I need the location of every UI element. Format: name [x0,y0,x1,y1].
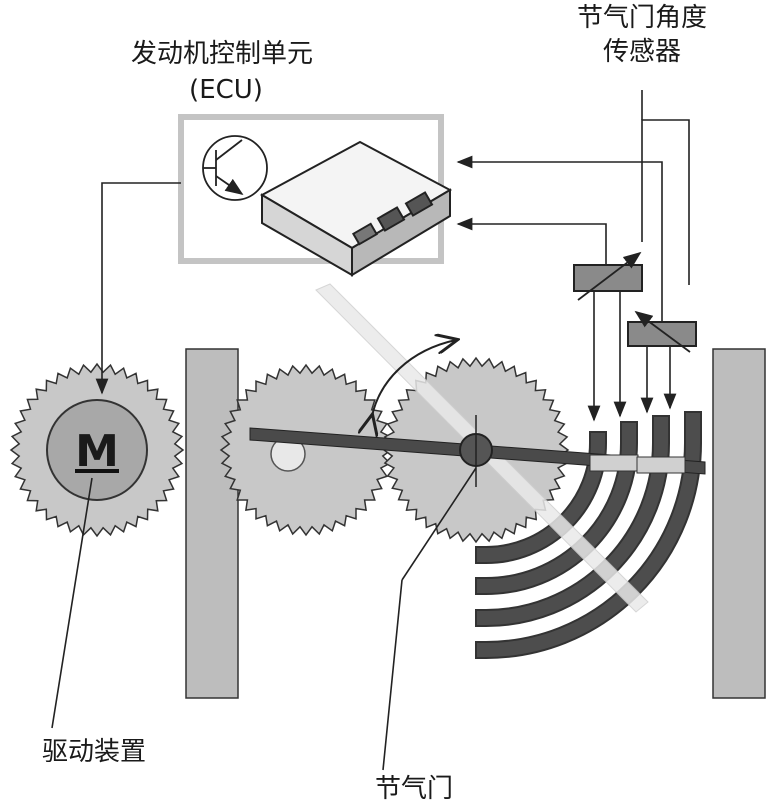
sensor-tracks [475,411,702,659]
shaft-clip-2 [636,456,686,474]
left-plate [185,348,239,699]
sensor-block-2 [627,321,697,347]
ecu-label-line1: 发动机控制单元 [131,39,313,69]
motor-letter: M [75,426,119,477]
middle-gear [219,363,393,537]
sensor-label-line2: 传感器 [603,37,681,67]
transistor-icon [202,135,268,201]
motor-body [46,399,148,501]
rotation-arrow [372,340,456,416]
ecu-to-motor-wire [95,182,181,395]
drive-unit-label: 驱动装置 [42,737,146,767]
shaft-clip-1 [589,454,639,472]
sensor-block-1 [573,264,643,292]
sensor-label-line1: 节气门角度 [577,3,707,33]
ecu-box-icon [259,140,453,277]
right-plate [712,348,766,699]
ecu-label-line2: (ECU) [189,75,263,105]
throttle-label: 节气门 [375,774,453,804]
